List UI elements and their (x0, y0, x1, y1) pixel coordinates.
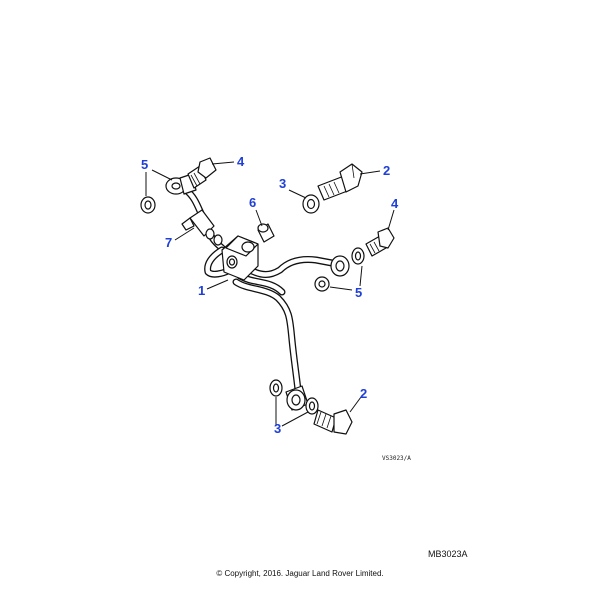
drawing-code: VS3023/A (382, 455, 411, 462)
banjo-bolt-right (365, 227, 395, 257)
banjo-bolt-top (317, 163, 363, 201)
callout-4-left: 4 (237, 154, 245, 169)
leader-lines (145, 161, 395, 427)
callout-2-top: 2 (383, 163, 390, 178)
banjo-fitting-bottom (285, 385, 309, 411)
callout-3-top: 3 (279, 176, 286, 191)
washer-right (314, 247, 365, 292)
sensor-valve (181, 209, 223, 246)
washer-bottom (269, 379, 319, 415)
reference-number: MB3023A (428, 549, 468, 559)
callout-1: 1 (198, 283, 205, 298)
callout-6: 6 (249, 195, 256, 210)
pipe-assembly (182, 186, 336, 394)
distribution-block (221, 235, 259, 281)
callout-4-right: 4 (391, 196, 399, 211)
callout-5-left: 5 (141, 157, 148, 172)
callout-5-right: 5 (355, 285, 362, 300)
copyright-notice: © Copyright, 2016. Jaguar Land Rover Lim… (216, 569, 384, 578)
banjo-bolt-top-left (187, 157, 217, 189)
cap-nut (257, 223, 275, 243)
banjo-fitting-right (330, 255, 350, 277)
callout-7: 7 (165, 235, 172, 250)
callouts: 1 2 2 3 3 4 4 5 5 6 7 (141, 154, 399, 436)
washer-top (302, 194, 320, 214)
washer-left (140, 196, 156, 214)
callout-2-bottom: 2 (360, 386, 367, 401)
banjo-bolt-bottom (313, 409, 353, 435)
callout-3-bottom: 3 (274, 421, 281, 436)
